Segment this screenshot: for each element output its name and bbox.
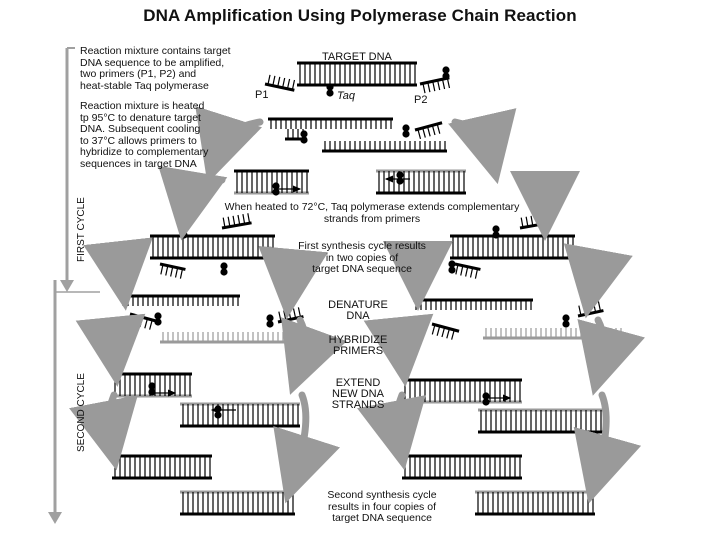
extend-2-2 (180, 402, 300, 428)
curved-arrows (69, 106, 645, 504)
strand-lower (322, 141, 447, 153)
extending-left (234, 169, 309, 195)
taq-polymerase (148, 382, 156, 396)
label-taq: Taq (337, 90, 355, 102)
primer-free (414, 121, 443, 140)
strand-2-2 (160, 332, 300, 344)
note-reaction-mixture: Reaction mixture contains target DNA seq… (80, 45, 231, 92)
primer-left-bottom (159, 262, 186, 279)
primer-p1 (264, 74, 296, 92)
step-extend: EXTEND NEW DNA STRANDS (331, 377, 385, 411)
final-copy-4 (475, 490, 595, 516)
second-cycle-arrow (48, 280, 100, 524)
taq-polymerase (180, 225, 188, 239)
label-primer-p1: P1 (255, 89, 269, 101)
extend-2-4 (478, 408, 603, 434)
taq-polymerase (220, 262, 228, 276)
strand-2-3 (413, 298, 533, 310)
taq-polymerase (402, 124, 410, 138)
primer-2-3 (431, 322, 460, 340)
step-denature: DENATURE DNA (328, 299, 388, 322)
note-first-cycle-result: First synthesis cycle results in two cop… (298, 240, 426, 275)
taq-polymerase (326, 83, 334, 97)
strand-2-1 (120, 294, 240, 306)
extension-arrows (150, 175, 512, 414)
first-cycle-arrow (60, 47, 75, 292)
label-second-cycle: SECOND CYCLE (76, 373, 87, 452)
taq-polymerase (396, 171, 404, 185)
copy-left (150, 234, 275, 260)
note-heating-cooling: Reaction mixture is heated tp 95°C to de… (80, 100, 209, 170)
taq-polymerase (482, 392, 490, 406)
primer-p2 (419, 76, 451, 94)
primer-2-4 (577, 301, 604, 318)
strand-upper (268, 117, 393, 129)
extending-right (376, 169, 466, 195)
label-first-cycle: FIRST CYCLE (76, 197, 87, 262)
note-extend-72c: When heated to 72°C, Taq polymerase exte… (224, 201, 520, 225)
primer-2-1 (129, 312, 158, 330)
page-title: DNA Amplification Using Polymerase Chain… (143, 6, 577, 25)
taq-polymerase (214, 405, 222, 419)
taq-polymerase (442, 66, 450, 80)
final-copy-2 (180, 490, 295, 516)
label-primer-p2: P2 (414, 94, 428, 106)
taq-polymerase (562, 314, 570, 328)
taq-polymerase (272, 182, 280, 196)
primer-right-bottom (454, 262, 481, 279)
taq-polymerase (266, 314, 274, 328)
taq-polymerase (154, 312, 162, 326)
extend-2-3 (402, 378, 522, 404)
target-dna (297, 61, 417, 87)
copy-right (450, 234, 575, 260)
step-hybridize: HYBRIDIZE PRIMERS (328, 334, 388, 357)
final-copy-1 (112, 454, 212, 480)
label-target-dna: TARGET DNA (322, 51, 392, 63)
taq-polymerase (300, 130, 308, 144)
final-copy-3 (402, 454, 522, 480)
note-second-cycle-result: Second synthesis cycle results in four c… (327, 489, 437, 524)
taq-polymerase (492, 225, 500, 239)
